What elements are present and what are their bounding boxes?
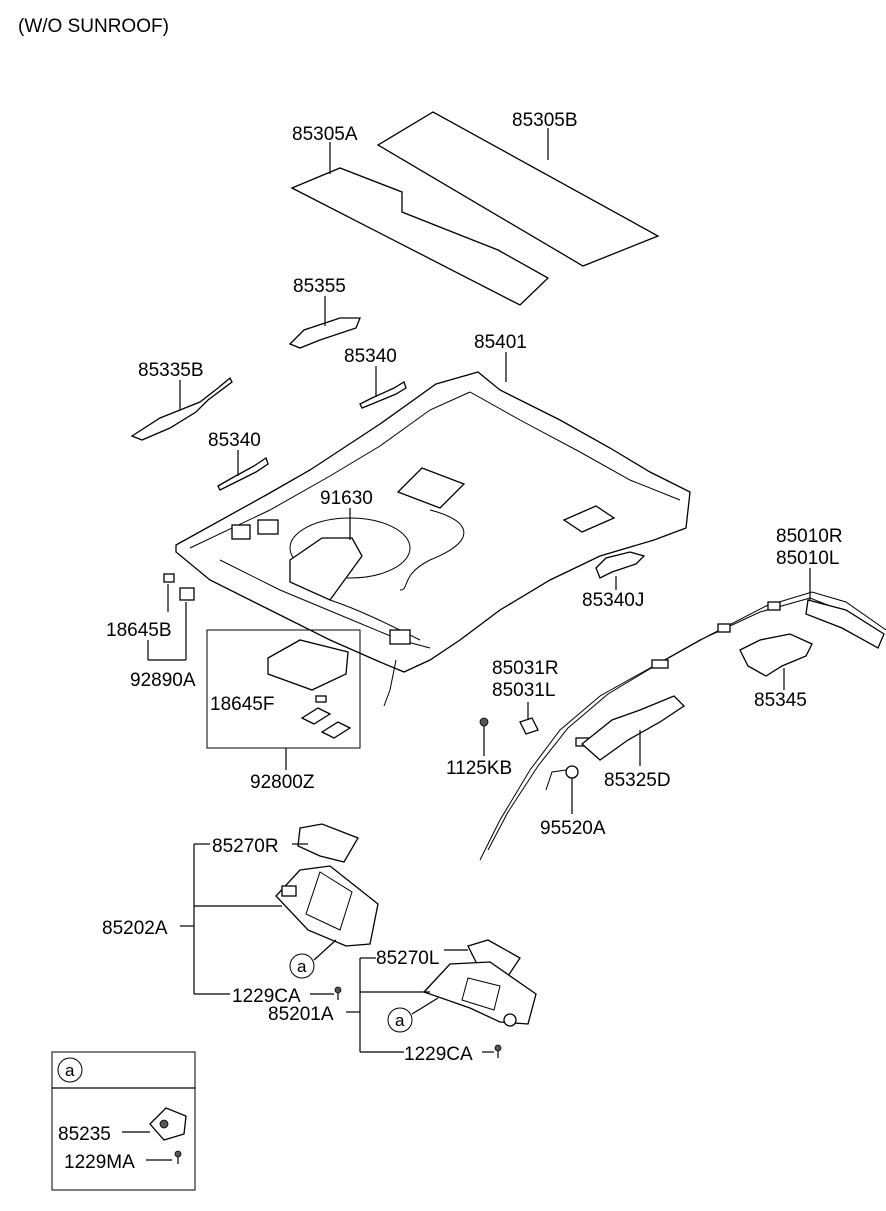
svg-text:a: a [395,1011,405,1030]
svg-text:a: a [297,957,307,976]
assist-handle-85340j [595,551,646,579]
assist-handle-85340-top [359,381,407,409]
label-85345[interactable]: 85345 [754,690,807,711]
label-1229ma[interactable]: 1229MA [64,1152,135,1173]
label-1125kb[interactable]: 1125KB [446,758,512,779]
page-title: (W/O SUNROOF) [18,16,169,37]
label-85340-left[interactable]: 85340 [208,430,261,451]
callout-a-right-visor[interactable]: a [289,953,315,979]
label-85010l[interactable]: 85010L [776,548,839,569]
label-85031r[interactable]: 85031R [492,658,559,679]
label-85235[interactable]: 85235 [58,1124,111,1145]
clip-85235 [149,1107,187,1141]
label-85340-top[interactable]: 85340 [344,346,397,367]
label-92890a[interactable]: 92890A [130,670,196,691]
label-85355[interactable]: 85355 [293,276,346,297]
label-85031l[interactable]: 85031L [492,680,555,701]
label-85010r[interactable]: 85010R [776,526,843,547]
callout-a-left-visor[interactable]: a [387,1007,413,1033]
screw-1229ca-left [334,986,342,1000]
sensor-clip-95520a [545,765,579,791]
sunvisor-right-85202a [275,823,379,947]
label-85325d[interactable]: 85325D [604,770,671,791]
overhead-console-92800z [267,639,352,739]
label-85201a[interactable]: 85201A [268,1004,334,1025]
roof-pad-85305b [376,111,660,267]
bolt-1125kb [479,717,489,740]
label-85270l[interactable]: 85270L [376,948,439,969]
label-85401[interactable]: 85401 [474,332,527,353]
label-85340j[interactable]: 85340J [582,590,644,611]
label-95520a[interactable]: 95520A [540,818,606,839]
detail-a-marker: a [65,1061,75,1080]
label-92800z[interactable]: 92800Z [250,772,315,793]
bracket-85335b [130,376,233,441]
label-85202a[interactable]: 85202A [102,918,168,939]
sunvisor-left-85201a [422,939,537,1027]
label-85335b[interactable]: 85335B [138,360,204,381]
curtain-airbag-85010 [479,591,886,861]
label-1229ca-right[interactable]: 1229CA [404,1044,473,1065]
screw-1229ma [174,1150,182,1164]
label-1229ca-left[interactable]: 1229CA [232,986,301,1007]
detail-box-a: a [51,1051,196,1191]
screw-1229ca-right [494,1044,502,1058]
assist-handle-85340-left [217,456,269,491]
bracket-85325d [580,695,686,761]
label-18645b[interactable]: 18645B [106,620,172,641]
pad-85355 [288,317,361,349]
bracket-85031 [519,717,539,735]
label-85305b[interactable]: 85305B [512,110,578,131]
lamp-bulb-18645b [163,573,195,601]
roof-pad-85305a [290,167,550,306]
bracket-85345 [739,633,813,677]
overhead-console-detail-box [206,629,361,749]
label-85305a[interactable]: 85305A [292,124,358,145]
label-85270r[interactable]: 85270R [212,836,279,857]
label-91630[interactable]: 91630 [320,488,373,509]
headliner-85401 [175,371,691,707]
label-18645f[interactable]: 18645F [210,694,274,715]
